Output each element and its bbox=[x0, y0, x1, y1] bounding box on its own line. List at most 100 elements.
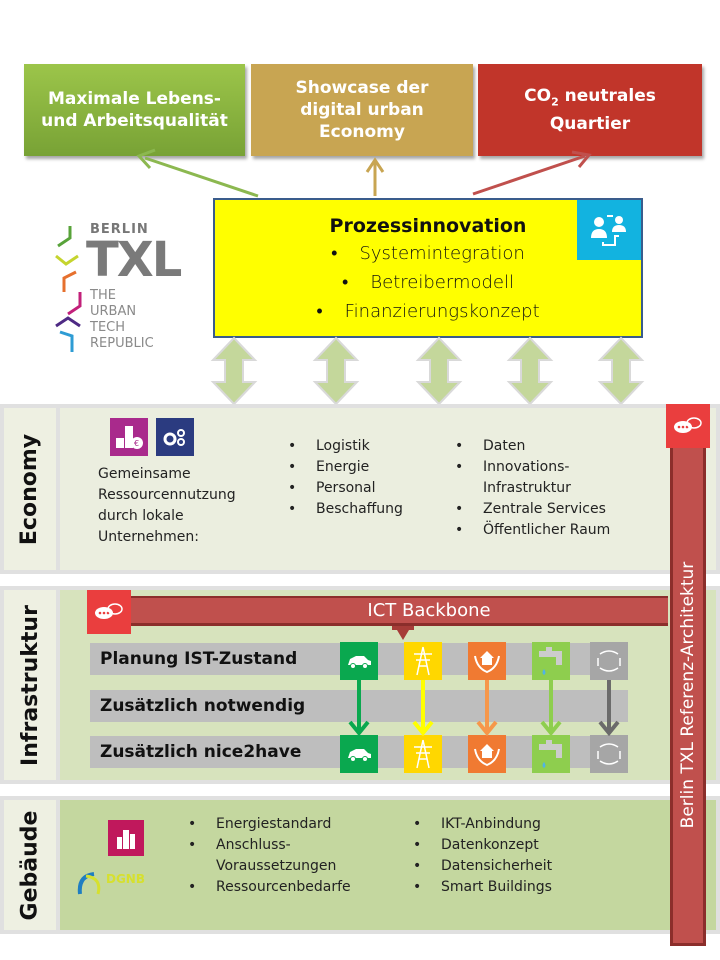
logo-berlin: BERLIN bbox=[90, 222, 149, 237]
list-item: Beschaffung bbox=[288, 499, 403, 520]
section-gebaeude: Gebäude DGNB Energiestandard Anschluss- … bbox=[0, 796, 720, 934]
ict-backbone-label: ICT Backbone bbox=[367, 600, 491, 621]
gebaeude-list-2: IKT-Anbindung Datenkonzept Datensicherhe… bbox=[413, 814, 552, 898]
recycle-icon bbox=[590, 642, 628, 680]
logo-txl: TXL bbox=[86, 232, 182, 288]
gebaeude-body bbox=[60, 800, 716, 930]
goal-arrows bbox=[136, 148, 592, 198]
flow-arrow bbox=[412, 680, 434, 736]
arrow-to-showcase bbox=[365, 157, 385, 196]
goal-text: Showcase der bbox=[295, 78, 429, 98]
list-item: Innovations- bbox=[455, 457, 610, 478]
reference-label: Berlin TXL Referenz-Architektur bbox=[678, 561, 698, 828]
house-hands-icon bbox=[468, 735, 506, 773]
subscript-2: 2 bbox=[551, 95, 559, 109]
infrastruktur-label: Infrastruktur bbox=[4, 590, 56, 780]
chat-bubbles-icon bbox=[666, 404, 710, 448]
co-text: CO bbox=[524, 85, 552, 106]
logo-urban: URBAN bbox=[90, 304, 137, 319]
logo-tech: TECH bbox=[90, 320, 126, 335]
goal-text: und Arbeitsqualität bbox=[41, 111, 228, 131]
chat-bubbles-icon bbox=[87, 590, 131, 634]
gears-icon bbox=[156, 418, 194, 456]
flow-arrow bbox=[598, 680, 620, 736]
list-item: Anschluss- bbox=[188, 835, 351, 856]
arrow-to-co2 bbox=[472, 150, 592, 196]
logo-republic: REPUBLIC bbox=[90, 336, 154, 351]
svg-text:€: € bbox=[134, 439, 139, 448]
gebaeude-label: Gebäude bbox=[4, 800, 56, 930]
goal-text: Economy bbox=[319, 122, 405, 142]
process-item: Betreibermodell bbox=[215, 268, 641, 297]
logo-chevrons-icon bbox=[55, 226, 82, 352]
water-tap-icon bbox=[532, 642, 570, 680]
reference-architecture-bar: Berlin TXL Referenz-Architektur bbox=[670, 446, 706, 946]
desc-line: Gemeinsame bbox=[98, 466, 191, 482]
backbone-arrow-icon bbox=[392, 626, 414, 640]
goal-text: Quartier bbox=[549, 114, 631, 135]
connector-arrows bbox=[210, 336, 645, 406]
process-innovation-box: Prozessinnovation Systemintegration Betr… bbox=[213, 198, 643, 338]
logo-tagline: THE URBAN TECH REPUBLIC bbox=[90, 288, 154, 352]
desc-line: Ressourcennutzung bbox=[98, 487, 236, 503]
economy-description: Gemeinsame Ressourcennutzung durch lokal… bbox=[98, 464, 236, 548]
goal-text: Maximale Lebens- bbox=[48, 89, 221, 109]
gebaeude-list-1: Energiestandard Anschluss- Voraussetzung… bbox=[188, 814, 351, 898]
flow-arrow bbox=[476, 680, 498, 736]
process-item: Finanzierungskonzept bbox=[215, 297, 641, 326]
car-icon bbox=[340, 642, 378, 680]
power-tower-icon bbox=[404, 735, 442, 773]
power-tower-icon bbox=[404, 642, 442, 680]
ict-backbone-bar: ICT Backbone bbox=[130, 596, 668, 626]
dgnb-text: DGNB bbox=[106, 872, 145, 886]
process-item: Systemintegration bbox=[215, 239, 641, 268]
recycle-icon bbox=[590, 735, 628, 773]
dgnb-logo: DGNB bbox=[74, 870, 174, 906]
list-item: Zentrale Services bbox=[455, 499, 610, 520]
logo-the: THE bbox=[90, 288, 116, 303]
list-item: Personal bbox=[288, 478, 403, 499]
economy-list-1: Logistik Energie Personal Beschaffung bbox=[288, 436, 403, 520]
berlin-txl-logo: BERLIN TXL THE URBAN TECH REPUBLIC bbox=[54, 222, 194, 362]
process-title: Prozessinnovation bbox=[329, 215, 527, 237]
double-arrow bbox=[597, 336, 645, 406]
economy-label-text: Economy bbox=[17, 433, 43, 545]
economy-label: Economy bbox=[4, 408, 56, 570]
section-economy: Economy € Gemeinsame Ressourcennutzung d… bbox=[0, 404, 720, 574]
list-item: Öffentlicher Raum bbox=[455, 520, 610, 541]
double-arrow bbox=[312, 336, 360, 406]
water-tap-icon bbox=[532, 735, 570, 773]
neutrales-text: neutrales bbox=[558, 85, 656, 106]
desc-line: durch lokale bbox=[98, 508, 184, 524]
list-item: IKT-Anbindung bbox=[413, 814, 552, 835]
goal-lebensqualitaet: Maximale Lebens-und Arbeitsqualität bbox=[24, 64, 245, 156]
double-arrow bbox=[506, 336, 554, 406]
list-item: Energie bbox=[288, 457, 403, 478]
list-item: Daten bbox=[455, 436, 610, 457]
arrow-to-lebensqualitaet bbox=[136, 148, 259, 198]
double-arrow bbox=[210, 336, 258, 406]
infrastruktur-label-text: Infrastruktur bbox=[17, 604, 43, 766]
economy-list-2: Daten Innovations- Infrastruktur Zentral… bbox=[455, 436, 610, 541]
house-hands-icon bbox=[468, 642, 506, 680]
list-item: Datenkonzept bbox=[413, 835, 552, 856]
coins-euro-icon: € bbox=[110, 418, 148, 456]
people-network-icon bbox=[577, 200, 641, 260]
list-item: Energiestandard bbox=[188, 814, 351, 835]
list-item: Logistik bbox=[288, 436, 403, 457]
double-arrow bbox=[415, 336, 463, 406]
list-item: Smart Buildings bbox=[413, 877, 552, 898]
flow-arrow bbox=[540, 680, 562, 736]
list-item: Infrastruktur bbox=[483, 480, 571, 496]
desc-line: Unternehmen: bbox=[98, 529, 199, 545]
list-item: Datensicherheit bbox=[413, 856, 552, 877]
car-icon bbox=[340, 735, 378, 773]
goal-text: digital urban bbox=[300, 100, 424, 120]
buildings-icon bbox=[108, 820, 144, 856]
gebaeude-label-text: Gebäude bbox=[17, 810, 43, 920]
flow-arrow bbox=[348, 680, 370, 736]
list-item: Ressourcenbedarfe bbox=[188, 877, 351, 898]
goal-text: CO2 neutrales bbox=[524, 85, 656, 113]
